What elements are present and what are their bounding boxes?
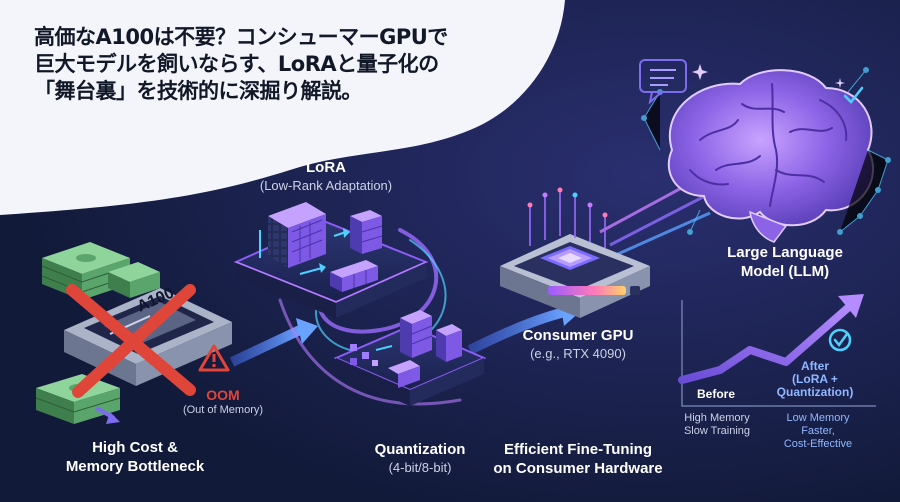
after-label: After (LoRA + Quantization) (770, 360, 860, 399)
warning-icon (198, 344, 230, 372)
after-line: Quantization) (776, 385, 854, 399)
llm-line: Model (LLM) (740, 263, 830, 280)
after-notes: Low Memory Faster, Cost-Effective (770, 412, 866, 451)
efficient-line: on Consumer Hardware (493, 460, 663, 477)
before-label: Before (696, 387, 735, 401)
before-after-chart (678, 294, 876, 407)
quantization-platform-icon (333, 310, 487, 406)
llm-label: Large Language Model (LLM) (700, 243, 870, 281)
before-note: Slow Training (683, 425, 751, 437)
high-cost-line: Memory Bottleneck (65, 458, 205, 475)
brain-llm-icon (667, 69, 874, 243)
oom-title: OOM (206, 387, 240, 403)
quantization-title: Quantization (374, 441, 466, 458)
before-note: High Memory (684, 412, 750, 424)
check-small-icon (843, 86, 864, 104)
consumer-gpu-icon (500, 187, 650, 318)
before-notes: High Memory Slow Training (672, 412, 762, 438)
oom-label: OOM (Out of Memory) (178, 387, 268, 417)
headline: 高価なA100は不要？コンシューマーGPUで 巨大モデルを飼いならす、LoRAと… (34, 24, 504, 105)
chat-bubble-icon (639, 59, 687, 105)
after-line: (LoRA + (792, 372, 838, 386)
consumer-gpu-subtitle: (e.g., RTX 4090) (530, 346, 626, 361)
neural-network-lines (641, 67, 891, 235)
efficient-line: Efficient Fine-Tuning (503, 441, 653, 458)
after-line: After (800, 359, 829, 373)
llm-line: Large Language (727, 244, 843, 261)
after-note: Cost-Effective (783, 438, 853, 450)
after-note: Low Memory (786, 412, 850, 424)
title-background-wave (0, 0, 565, 215)
quantization-subtitle: (4-bit/8-bit) (388, 460, 452, 475)
quantization-label: Quantization (4-bit/8-bit) (340, 440, 500, 476)
headline-line: 高価なA100は不要？コンシューマーGPUで (34, 25, 448, 49)
headline-line: 「舞台裏」を技術的に深掘り解説。 (34, 79, 363, 103)
sparkle-icons (692, 64, 845, 88)
headline-line: 巨大モデルを飼いならす、LoRAと量子化の (34, 52, 439, 76)
flow-arrows (229, 176, 711, 367)
lora-label: LoRA (Low-Rank Adaptation) (236, 158, 416, 194)
consumer-gpu-title: Consumer GPU (522, 327, 634, 344)
high-cost-line: High Cost & (92, 439, 178, 456)
high-cost-label: High Cost & Memory Bottleneck (40, 438, 230, 476)
lora-title: LoRA (306, 159, 346, 176)
after-note: Faster, (801, 425, 835, 437)
efficient-label: Efficient Fine-Tuning on Consumer Hardwa… (478, 440, 678, 478)
red-cross-icon (66, 284, 196, 398)
lora-subtitle: (Low-Rank Adaptation) (259, 178, 393, 193)
consumer-gpu-label: Consumer GPU (e.g., RTX 4090) (498, 326, 658, 362)
oom-subtitle: (Out of Memory) (182, 404, 264, 416)
lora-platform-icon (233, 202, 429, 318)
